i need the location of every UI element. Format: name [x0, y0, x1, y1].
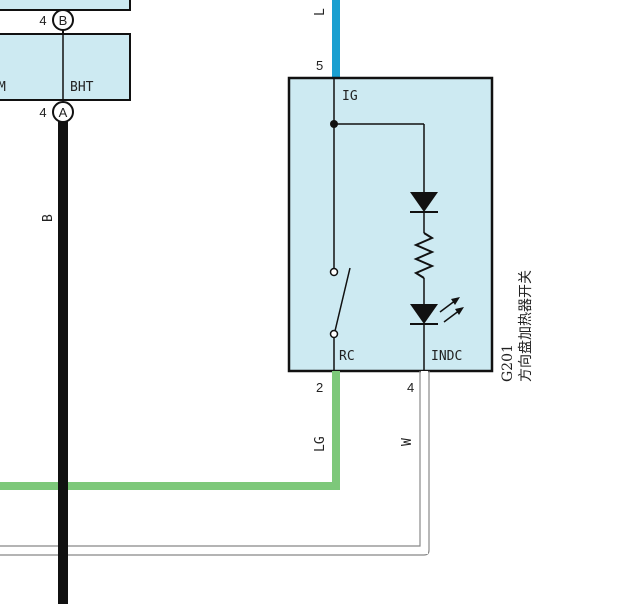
pin-indc-number: 4: [407, 380, 414, 395]
connector-b-pin: 4: [39, 13, 46, 28]
connector-a-label: A: [59, 105, 68, 120]
switch-component-box: [287, 76, 494, 373]
wire-lg-color-label: LG: [313, 436, 328, 452]
wire-white-w-fill: [421, 371, 428, 547]
connector-b-circle: [52, 9, 74, 31]
pin-ig-label: IG: [342, 89, 358, 104]
pin-ig-number: 5: [316, 58, 323, 73]
resistor-icon: [413, 232, 435, 279]
pin-rc-number: 2: [316, 380, 323, 395]
wire-green-lg: [0, 371, 340, 490]
wire-w-color-label: W: [400, 438, 415, 446]
connector-b-label: B: [59, 13, 68, 28]
connector-a-circle: [52, 101, 74, 123]
wire-b-color-label: B: [41, 214, 56, 222]
switch-lever-icon: [334, 267, 351, 332]
pin-rc-label: RC: [339, 349, 355, 364]
switch-contact-top: [329, 267, 339, 277]
switch-component-code: G201: [500, 344, 516, 382]
switch-contact-bottom: [329, 329, 339, 339]
left-component-box: [0, 33, 131, 101]
diode-icon: [410, 192, 438, 212]
led-icon: [410, 304, 438, 324]
wire-white-w-fill-h: [0, 547, 428, 554]
wire-l-color-label: L: [313, 8, 328, 16]
top-component-box: [0, 0, 131, 11]
connector-a-pin: 4: [39, 105, 46, 120]
switch-component-name: 方向盘加热器开关: [517, 270, 534, 382]
led-ray-2-head: [455, 307, 464, 315]
pin-partial-label: M: [0, 80, 6, 95]
wire-white-w-inner: [0, 371, 421, 547]
pin-bht-label: BHT: [70, 80, 94, 95]
pin-indc-label: INDC: [431, 349, 462, 364]
led-ray-1-head: [451, 297, 460, 305]
